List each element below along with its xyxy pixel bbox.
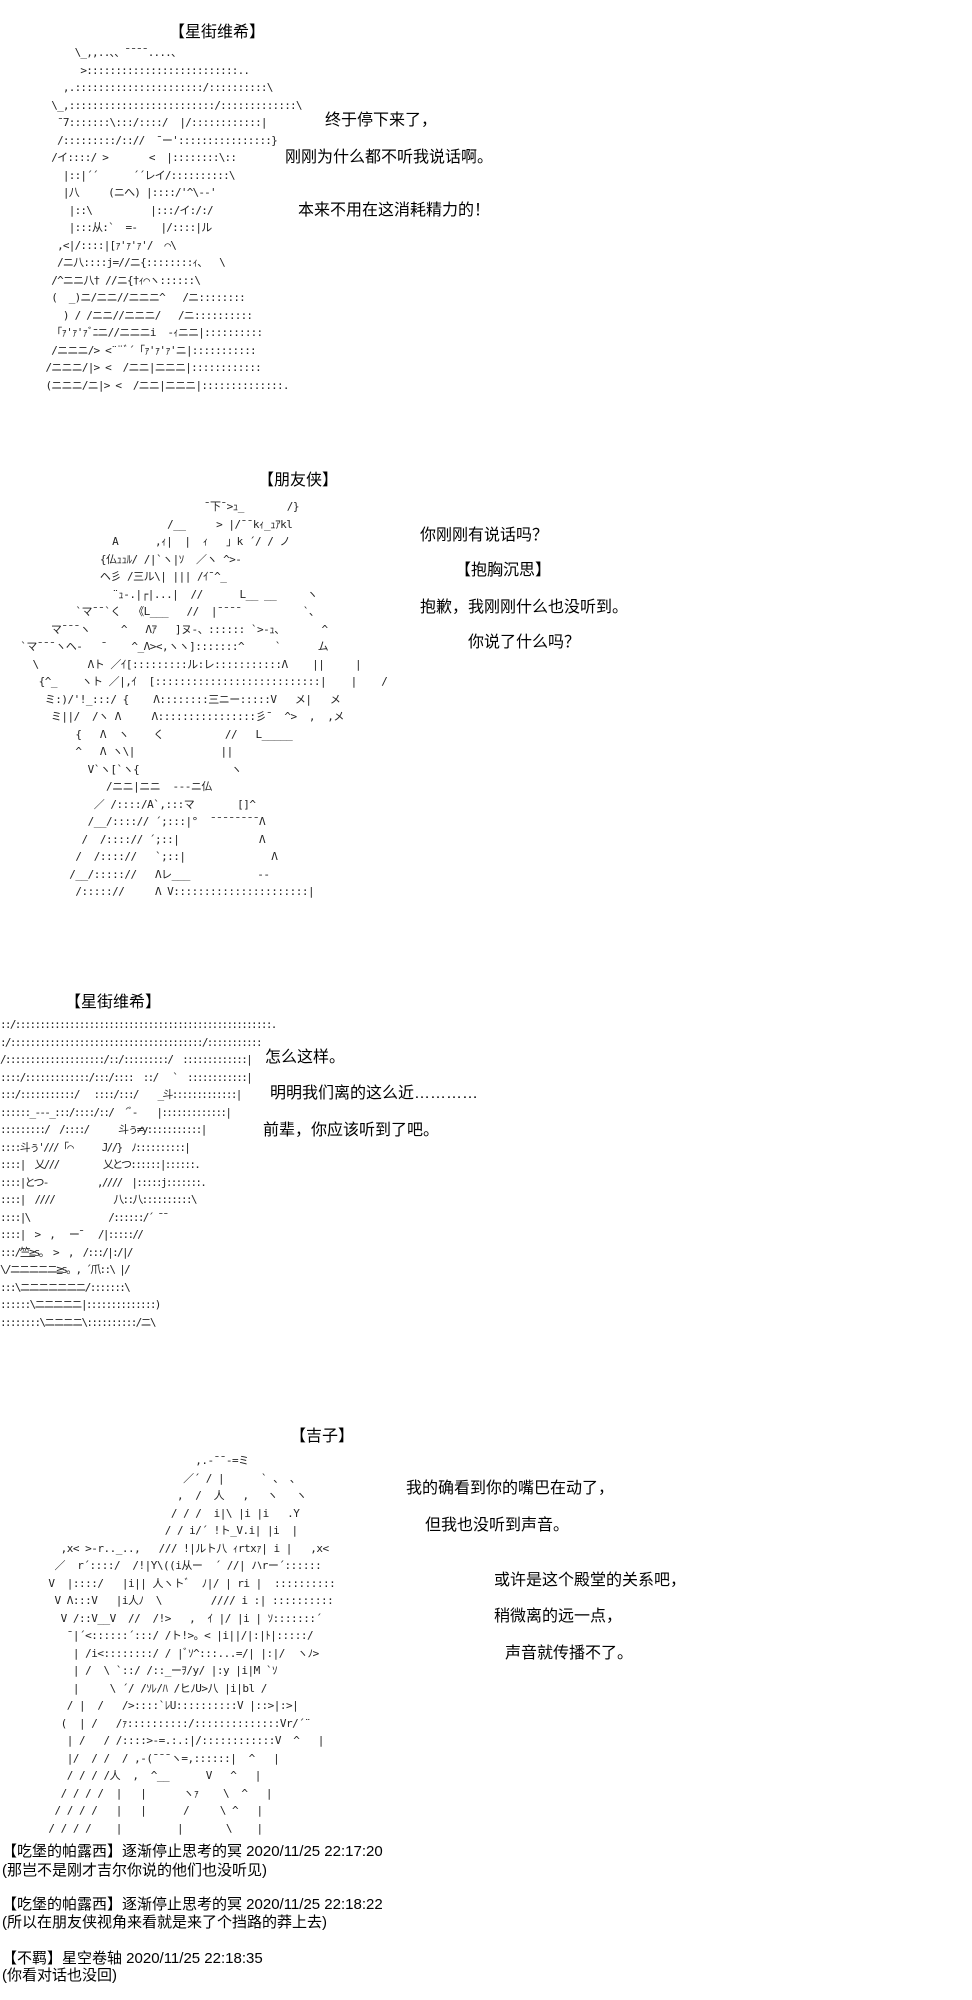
dialogue-line: 声音就传播不了。 — [505, 1645, 634, 1662]
comment-header: 【吃堡的帕露西】逐渐停止思考的冥 2020/11/25 22:17:20 — [2, 1843, 383, 1860]
dialogue-line: 前辈，你应该听到了吧。 — [263, 1122, 440, 1139]
dialogue-line: 或许是这个殿堂的关系吧， — [494, 1572, 687, 1589]
dialogue-line: 但我也没听到声音。 — [425, 1517, 570, 1534]
ascii-art-figure: \_,,..、、¯¯¯¯....、 >:::::::::::::::::::::… — [45, 46, 302, 392]
comment-body: (你看对话也没回) — [2, 1967, 117, 1984]
speaker-label: 【朋友侠】 — [258, 472, 339, 489]
comment-header: 【吃堡的帕露西】逐渐停止思考的冥 2020/11/25 22:18:22 — [2, 1896, 383, 1913]
dialogue-line: 稍微离的远一点， — [494, 1608, 623, 1625]
speaker-label: 【吉子】 — [290, 1428, 355, 1445]
dialogue-line: 你刚刚有说话吗？ — [420, 527, 549, 544]
speaker-label: 【星街维希】 — [65, 994, 162, 1011]
dialogue-line: 你说了什么吗？ — [468, 634, 581, 651]
dialogue-line: 抱歉，我刚刚什么也没听到。 — [420, 599, 629, 616]
action-label: 【抱胸沉思】 — [455, 562, 552, 579]
speaker-label: 【星街维希】 — [169, 24, 266, 41]
dialogue-line: 我的确看到你的嘴巴在动了， — [406, 1480, 615, 1497]
comment-header: 【不羁】星空卷轴 2020/11/25 22:18:35 — [2, 1950, 263, 1967]
comment-body: (所以在朋友侠视角来看就是来了个挡路的莽上去) — [2, 1914, 327, 1931]
dialogue-line: 明明我们离的这么近………… — [270, 1085, 479, 1102]
dialogue-line: 刚刚为什么都不听我说话啊。 — [285, 149, 494, 166]
ascii-art-figure: ,.-¯¯-=ミ ／´ / | ` 、 、 , / 人 , ヽ ヽ / / / … — [48, 1454, 336, 1835]
dialogue-line: 本来不用在这消耗精力的！ — [298, 202, 491, 219]
dialogue-line: 终于停下来了， — [325, 112, 438, 129]
ascii-art-figure: ¯下¯>ｭ_ /} /__ > |/¯¯kｨ_ｭｱkl A ,ｨ| | ｨ 」k… — [20, 500, 388, 898]
dialogue-line: 怎么这样。 — [265, 1049, 346, 1066]
ascii-art-figure: ::/:::::::::::::::::::::::::::::::::::::… — [0, 1018, 277, 1329]
comment-body: (那岂不是刚才吉尔你说的他们也没听见) — [2, 1862, 267, 1879]
